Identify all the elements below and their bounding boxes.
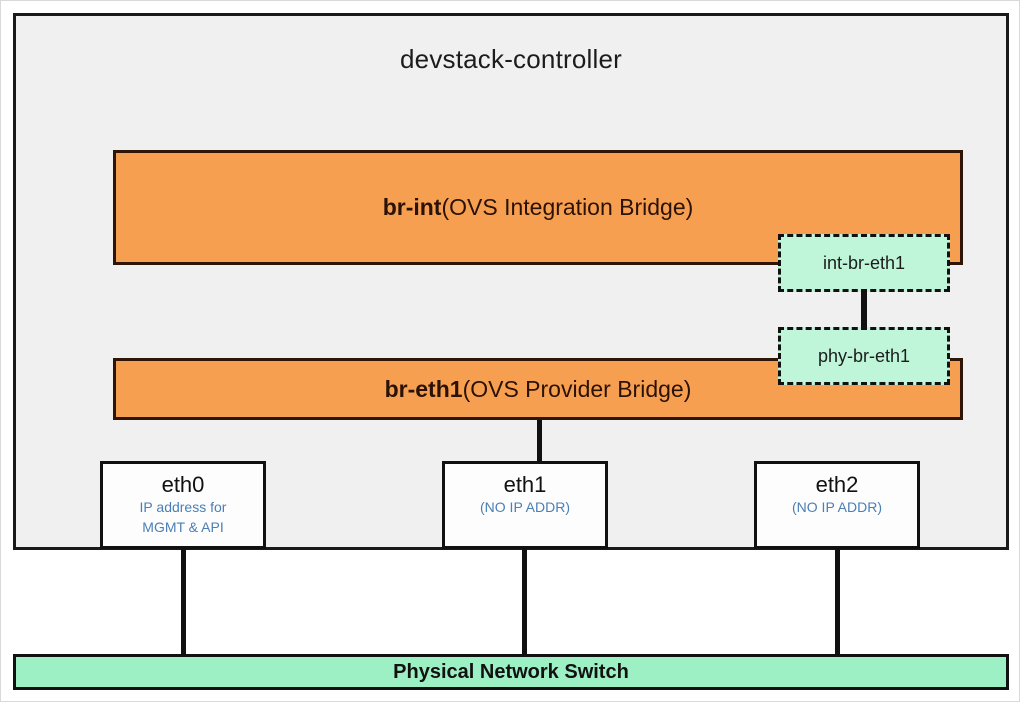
- physical-network-switch: Physical Network Switch: [13, 654, 1009, 690]
- nic-eth2-note-line1: (NO IP ADDR): [792, 499, 882, 516]
- nic-eth1: eth1 (NO IP ADDR): [442, 461, 608, 549]
- nic-eth2: eth2 (NO IP ADDR): [754, 461, 920, 549]
- nic-eth0: eth0 IP address for MGMT & API: [100, 461, 266, 549]
- nic-eth1-note-line1: (NO IP ADDR): [480, 499, 570, 516]
- link-eth2-to-switch: [835, 547, 840, 657]
- bridge-br-eth1: br-eth1 (OVS Provider Bridge): [113, 358, 963, 420]
- bridge-br-eth1-description: (OVS Provider Bridge): [462, 375, 692, 402]
- patch-cable-connector: [861, 288, 867, 332]
- host-title: devstack-controller: [400, 44, 622, 74]
- patch-port-phy-br-eth1: phy-br-eth1: [778, 327, 950, 385]
- bridge-br-int-name: br-int: [382, 194, 442, 220]
- nic-eth0-note-line2: MGMT & API: [142, 518, 224, 535]
- link-eth1-to-switch: [522, 547, 527, 657]
- patch-port-int-br-eth1-label: int-br-eth1: [822, 252, 906, 273]
- nic-eth2-name: eth2: [815, 472, 859, 497]
- link-eth0-to-switch: [181, 547, 186, 657]
- bridge-br-eth1-name: br-eth1: [384, 375, 463, 402]
- physical-network-switch-label: Physical Network Switch: [393, 660, 629, 683]
- nic-eth0-note-line1: IP address for: [139, 499, 227, 516]
- nic-eth1-name: eth1: [503, 472, 547, 497]
- bridge-br-int-description: (OVS Integration Bridge): [441, 194, 694, 220]
- nic-eth0-name: eth0: [161, 472, 205, 497]
- link-br-eth1-to-eth1: [537, 418, 542, 478]
- patch-port-phy-br-eth1-label: phy-br-eth1: [817, 345, 911, 366]
- patch-port-int-br-eth1: int-br-eth1: [778, 234, 950, 292]
- host-container-devstack-controller: devstack-controller br-int (OVS Integrat…: [13, 13, 1009, 550]
